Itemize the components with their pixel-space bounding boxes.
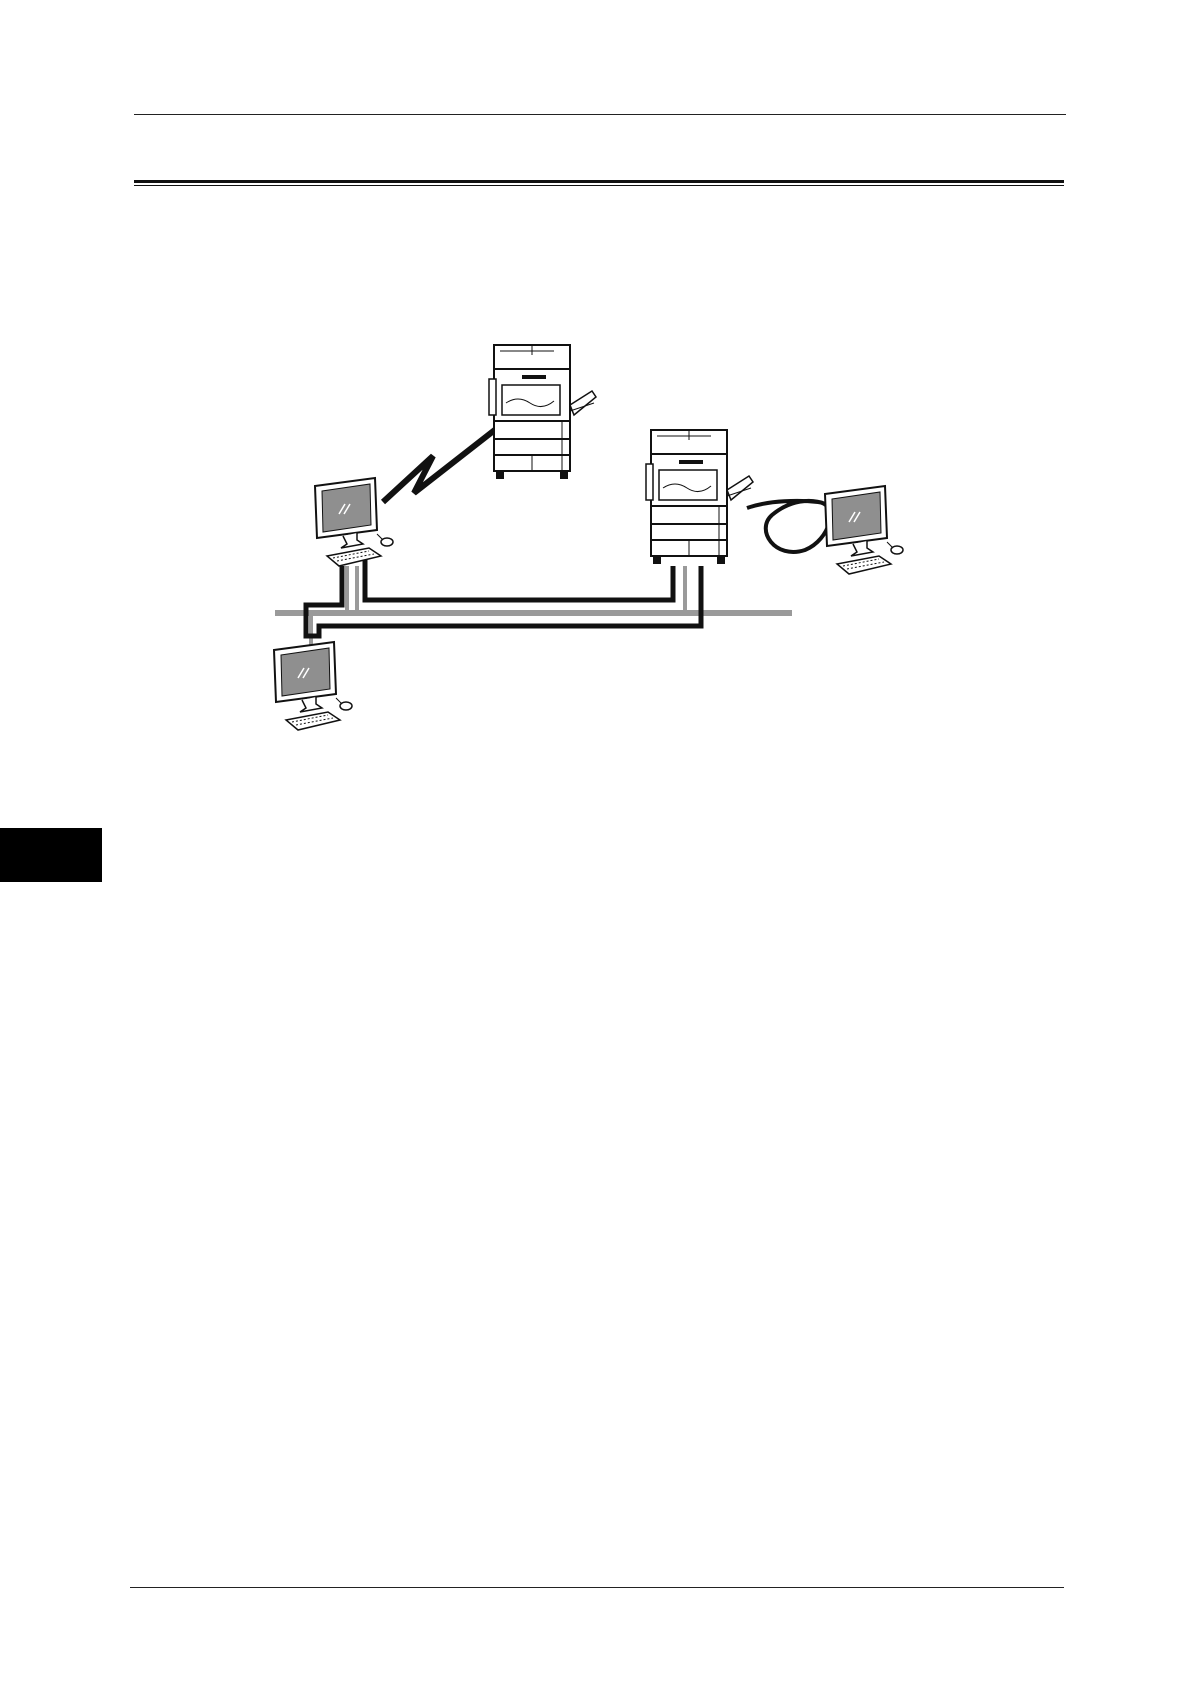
printer-top	[489, 345, 596, 479]
cable-left-computer-to-printer	[365, 560, 673, 600]
header-rule	[134, 114, 1066, 115]
network-diagram	[240, 330, 940, 770]
usb-cable	[747, 501, 830, 552]
heading-rule-thin	[134, 185, 1064, 186]
printer-right	[646, 430, 753, 564]
computer-bottom	[274, 642, 352, 730]
computer-right	[825, 486, 903, 574]
footer-rule	[130, 1587, 1064, 1588]
wireless-link	[383, 429, 496, 502]
computer-left	[315, 478, 393, 566]
heading-rule-thick	[134, 180, 1064, 183]
chapter-tab	[0, 828, 102, 882]
